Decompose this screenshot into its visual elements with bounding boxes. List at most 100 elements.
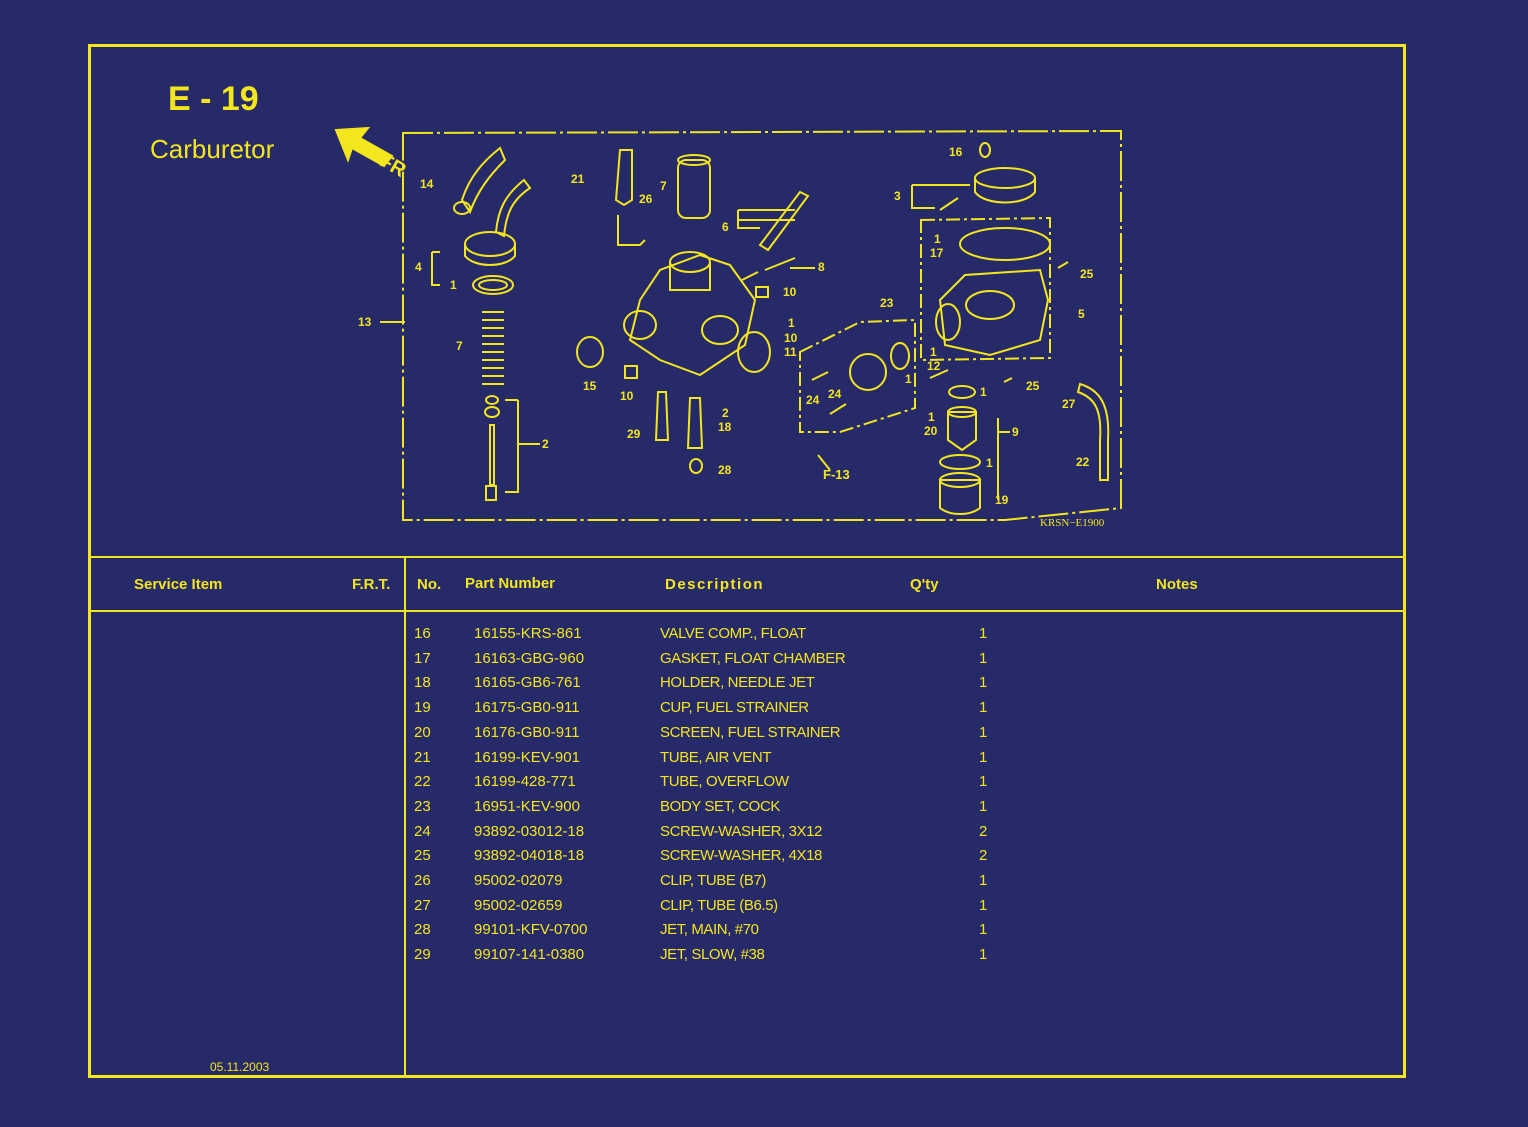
callout-21: 21 (571, 172, 585, 186)
cell-qty: 1 (979, 946, 988, 963)
callout-26: 26 (639, 192, 653, 206)
callout-15: 15 (583, 379, 597, 393)
callout-18: 18 (718, 420, 732, 434)
cell-qty: 1 (979, 798, 988, 815)
callout-23: 23 (880, 296, 894, 310)
cell-no: 16 (414, 625, 431, 642)
cell-description: TUBE, AIR VENT (660, 749, 772, 766)
cell-qty: 1 (979, 699, 988, 716)
callout-14: 14 (420, 177, 434, 191)
cell-qty: 1 (979, 921, 988, 938)
cell-part-number: 16165-GB6-761 (474, 674, 581, 691)
cell-no: 27 (414, 897, 431, 914)
callout-9: 9 (1012, 425, 1019, 439)
cell-no: 19 (414, 699, 431, 716)
cell-part-number: 16176-GB0-911 (474, 724, 580, 741)
header-notes: Notes (1156, 576, 1198, 593)
header-no: No. (417, 576, 442, 593)
callout-1d: 1 (934, 232, 941, 246)
callout-25b: 25 (1026, 379, 1040, 393)
callout-16: 16 (949, 145, 963, 159)
cell-qty: 1 (979, 724, 988, 741)
header-description: Description (665, 576, 765, 593)
cell-qty: 1 (979, 897, 988, 914)
cell-no: 28 (414, 921, 431, 938)
callout-24b: 24 (828, 387, 842, 401)
callout-6: 6 (722, 220, 729, 234)
page-frame (88, 44, 1406, 1078)
header-service-item: Service Item (134, 576, 223, 593)
cell-description: SCREW-WASHER, 4X18 (660, 847, 823, 864)
cell-part-number: 95002-02079 (474, 872, 563, 889)
cell-description: SCREW-WASHER, 3X12 (660, 823, 823, 840)
cell-no: 23 (414, 798, 431, 815)
cell-description: HOLDER, NEEDLE JET (660, 674, 815, 691)
cell-no: 24 (414, 823, 431, 840)
cell-qty: 1 (979, 749, 988, 766)
callout-28: 28 (718, 463, 732, 477)
cell-part-number: 16951-KEV-900 (474, 798, 580, 815)
callout-1f: 1 (980, 385, 987, 399)
cell-no: 29 (414, 946, 431, 963)
cell-part-number: 95002-02659 (474, 897, 563, 914)
callout-13: 13 (358, 315, 372, 329)
callout-reference-f13: F-13 (823, 467, 850, 482)
carburetor-exploded-diagram: 14 4 1 13 7 2 21 26 7 6 8 10 1 10 11 15 … (334, 126, 1122, 529)
cell-no: 26 (414, 872, 431, 889)
table-divider (404, 557, 406, 1077)
cell-qty: 1 (979, 650, 988, 667)
cell-description: JET, MAIN, #70 (660, 921, 759, 938)
section-title: Carburetor (150, 134, 275, 164)
cell-no: 20 (414, 724, 431, 741)
cell-description: CLIP, TUBE (B7) (660, 872, 766, 889)
assembly-outline (402, 129, 1122, 521)
callout-12: 12 (927, 359, 941, 373)
cell-no: 25 (414, 847, 431, 864)
callout-11: 11 (784, 345, 797, 359)
callout-17: 17 (930, 246, 944, 260)
cell-part-number: 99101-KFV-0700 (474, 921, 588, 938)
callout-24: 24 (806, 393, 820, 407)
callout-25: 25 (1080, 267, 1094, 281)
callout-29: 29 (627, 427, 641, 441)
cell-description: CLIP, TUBE (B6.5) (660, 897, 778, 914)
cell-qty: 2 (979, 823, 988, 840)
callout-10c: 10 (620, 389, 634, 403)
callout-3: 3 (894, 189, 901, 203)
cell-part-number: 16199-428-771 (474, 773, 576, 790)
callout-1g: 1 (928, 410, 935, 424)
callout-1: 1 (450, 278, 457, 292)
cell-part-number: 16175-GB0-911 (474, 699, 580, 716)
cell-description: CUP, FUEL STRAINER (660, 699, 809, 716)
cell-qty: 1 (979, 625, 988, 642)
cell-qty: 2 (979, 847, 988, 864)
cell-description: BODY SET, COCK (660, 798, 780, 815)
callout-7: 7 (456, 339, 463, 353)
header-qty: Q'ty (910, 576, 939, 593)
callout-27: 27 (1062, 397, 1076, 411)
cell-description: SCREEN, FUEL STRAINER (660, 724, 841, 741)
cell-no: 22 (414, 773, 431, 790)
cell-description: VALVE COMP., FLOAT (660, 625, 806, 642)
cell-part-number: 93892-03012-18 (474, 823, 585, 840)
callout-1e: 1 (930, 345, 937, 359)
table-top-rule (90, 556, 1406, 558)
header-frt: F.R.T. (352, 576, 391, 593)
cell-part-number: 16155-KRS-861 (474, 625, 582, 642)
cell-part-number: 16199-KEV-901 (474, 749, 580, 766)
cell-part-number: 16163-GBG-960 (474, 650, 585, 667)
cell-description: JET, SLOW, #38 (660, 946, 765, 963)
front-arrow-icon (334, 126, 394, 168)
diagram-reference-code: KRSN−E1900 (1040, 517, 1105, 529)
callout-1b: 1 (788, 316, 795, 330)
callout-2: 2 (542, 437, 549, 451)
callout-2b: 2 (722, 406, 729, 420)
revision-date: 05.11.2003 (210, 1060, 270, 1074)
cell-part-number: 93892-04018-18 (474, 847, 585, 864)
cell-no: 18 (414, 674, 431, 691)
callout-10: 10 (783, 285, 797, 299)
callout-8: 8 (818, 260, 825, 274)
cell-qty: 1 (979, 872, 988, 889)
cell-description: TUBE, OVERFLOW (660, 773, 789, 790)
header-part-number: Part Number (465, 575, 556, 592)
